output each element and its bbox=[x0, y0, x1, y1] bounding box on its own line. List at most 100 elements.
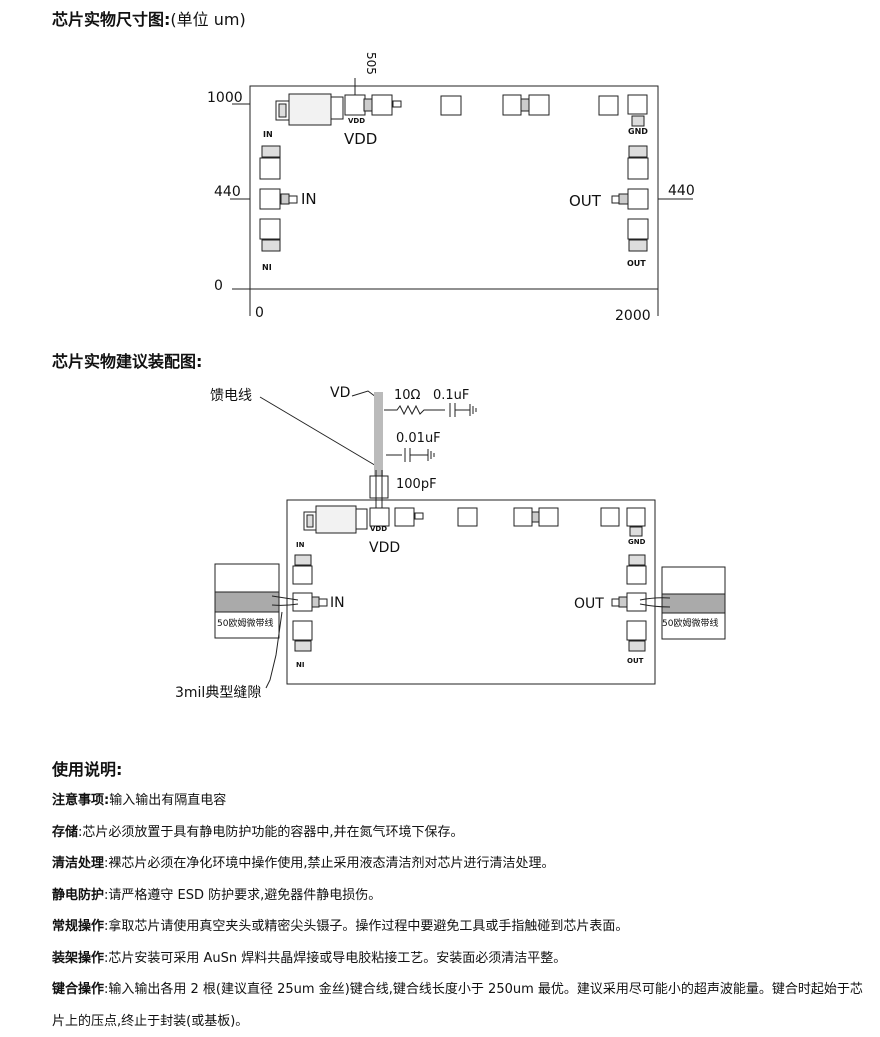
label-vdd: VDD bbox=[344, 130, 377, 148]
note-attention: 注意事项:输入输出有隔直电容 bbox=[52, 785, 867, 817]
capacitor-end bbox=[330, 96, 344, 120]
label-in: IN bbox=[301, 190, 317, 208]
note-text: :芯片安装可采用 AuSn 焊料共晶焊接或导电胶粘接工艺。安装面必须清洁平整。 bbox=[104, 950, 567, 966]
note-label: 清洁处理 bbox=[52, 856, 105, 871]
chip2-outline bbox=[286, 499, 656, 685]
section1-title: 芯片实物尺寸图:(单位 um) bbox=[52, 6, 246, 30]
microstrip-line-right bbox=[661, 593, 726, 614]
chip2-pad-left-1-small bbox=[294, 554, 312, 566]
pad-left-1-small bbox=[261, 145, 281, 158]
chip2-label-in-small: IN bbox=[296, 541, 305, 549]
dim-label-505: 505 bbox=[364, 52, 378, 75]
chip2-label-out: OUT bbox=[574, 596, 604, 612]
top-pad-1 bbox=[440, 95, 462, 116]
chip2-gnd-pad-small bbox=[629, 526, 643, 537]
bond-wire-out-2 bbox=[639, 603, 671, 608]
chip2-label-ni-small: NI bbox=[296, 661, 304, 669]
label-ni-small: NI bbox=[262, 263, 272, 272]
chip2-out-pad-link bbox=[618, 596, 628, 608]
chip2-pad-in-top-left-inner bbox=[306, 514, 314, 528]
label-gap: 3mil典型缝隙 bbox=[175, 685, 261, 701]
chip2-label-vdd: VDD bbox=[369, 540, 400, 556]
dim-label-440-right: 440 bbox=[668, 183, 695, 199]
chip2-top-pad-2 bbox=[513, 507, 533, 527]
chip2-label-out-small: OUT bbox=[627, 657, 644, 665]
note-text: :请严格遵守 ESD 防护要求,避免器件静电损伤。 bbox=[104, 887, 382, 903]
dim-label-0: 0 bbox=[214, 278, 223, 294]
out-pad-tip bbox=[611, 195, 620, 204]
chip2-capacitor-block bbox=[315, 505, 357, 534]
feed-trace bbox=[374, 392, 383, 476]
label-vd: VD bbox=[330, 385, 350, 401]
note-text: :裸芯片必须在净化环境中操作使用,禁止采用液态清洁剂对芯片进行清洁处理。 bbox=[104, 856, 555, 871]
note-text: :输入输出各用 2 根(建议直径 25um 金丝)键合线,键合线长度小于 250… bbox=[52, 982, 863, 1029]
bond-wire-out-1 bbox=[639, 597, 671, 601]
note-label: 注意事项: bbox=[52, 793, 110, 808]
chip2-top-pad-2-link bbox=[531, 511, 540, 523]
note-handling: 常规操作:拿取芯片请使用真空夹头或精密尖头镊子。操作过程中要避免工具或手指触碰到… bbox=[52, 911, 867, 943]
gap-leader bbox=[265, 611, 283, 689]
label-microstrip-left: 50欧姆微带线 bbox=[217, 617, 273, 629]
chip2-pad-left-3 bbox=[292, 620, 313, 641]
pad-right-1-small bbox=[628, 145, 648, 158]
note-bonding: 键合操作:输入输出各用 2 根(建议直径 25um 金丝)键合线,键合线长度小于… bbox=[52, 974, 867, 1037]
note-text: :拿取芯片请使用真空夹头或精密尖头镊子。操作过程中要避免工具或手指触碰到芯片表面… bbox=[104, 919, 629, 934]
chip2-bias-tip bbox=[414, 512, 424, 520]
chip2-top-pad-1 bbox=[457, 507, 478, 527]
pad-left-1 bbox=[259, 157, 281, 180]
pad-left-3 bbox=[259, 218, 281, 240]
note-label: 键合操作 bbox=[52, 982, 105, 997]
section1-unit: (单位 um) bbox=[170, 10, 246, 29]
chip2-top-pad-4 bbox=[600, 507, 620, 527]
microstrip-line-left bbox=[214, 591, 280, 613]
label-out-small: OUT bbox=[627, 259, 646, 268]
note-text: :芯片必须放置于具有静电防护功能的容器中,并在氮气环境下保存。 bbox=[78, 824, 464, 840]
chip2-in-pad-link bbox=[311, 596, 320, 608]
chip2-pad-right-3-small bbox=[628, 640, 646, 652]
chip2-capacitor-end bbox=[355, 508, 368, 530]
label-100pf: 100pF bbox=[396, 477, 437, 492]
dim-label-x2000: 2000 bbox=[615, 308, 651, 324]
chip-dimension-diagram: 1000 440 0 0 2000 440 505 bbox=[207, 52, 695, 324]
top-pad-4 bbox=[598, 95, 619, 116]
note-label: 装架操作 bbox=[52, 950, 105, 966]
in-pad-tip bbox=[288, 195, 298, 204]
bond-wire-in-2 bbox=[271, 603, 299, 606]
pad-right-1 bbox=[627, 157, 649, 180]
feed-line-leader bbox=[259, 396, 379, 468]
gnd-pad-small bbox=[631, 115, 645, 127]
chip2-out-pad bbox=[626, 592, 647, 612]
label-vdd-small: VDD bbox=[348, 117, 365, 125]
in-pad bbox=[259, 188, 281, 210]
chip2-pad-right-1 bbox=[626, 565, 647, 585]
pad-in-top-left-inner bbox=[278, 103, 287, 118]
pad-left-3-small bbox=[261, 239, 281, 252]
dim-label-1000: 1000 bbox=[207, 90, 243, 106]
note-label: 存储 bbox=[52, 824, 79, 840]
label-in-small: IN bbox=[263, 130, 273, 139]
pad-right-3-small bbox=[628, 239, 648, 252]
section3-title-text: 使用说明: bbox=[52, 760, 123, 779]
section2-title-text: 芯片实物建议装配图: bbox=[52, 352, 203, 371]
chip2-gnd-pad-top bbox=[626, 507, 646, 527]
chip2-top-pad-3 bbox=[538, 507, 559, 527]
pad-right-3 bbox=[627, 218, 649, 240]
usage-notes: 注意事项:输入输出有隔直电容 存储:芯片必须放置于具有静电防护功能的容器中,并在… bbox=[52, 785, 867, 1037]
section1-title-text: 芯片实物尺寸图: bbox=[52, 10, 171, 29]
chip2-label-gnd-small: GND bbox=[628, 538, 646, 546]
note-mounting: 装架操作:芯片安装可采用 AuSn 焊料共晶焊接或导电胶粘接工艺。安装面必须清洁… bbox=[52, 943, 867, 975]
label-out: OUT bbox=[569, 192, 602, 210]
assembly-diagram: 馈电线 VD 10Ω 0.1uF 0.01uF 100pF bbox=[175, 385, 726, 701]
chip2-pad-left-1 bbox=[292, 565, 313, 585]
label-10ohm: 10Ω bbox=[394, 388, 421, 403]
bond-wire-in-1 bbox=[271, 595, 299, 601]
chip2-pad-right-3 bbox=[626, 620, 647, 641]
cap-100pf bbox=[369, 475, 389, 499]
gnd-pad-top bbox=[627, 94, 648, 115]
label-feed-line: 馈电线 bbox=[210, 388, 252, 404]
note-storage: 存储:芯片必须放置于具有静电防护功能的容器中,并在氮气环境下保存。 bbox=[52, 817, 867, 849]
section3-title: 使用说明: bbox=[52, 756, 122, 780]
label-gnd-small: GND bbox=[628, 127, 648, 136]
note-esd: 静电防护:请严格遵守 ESD 防护要求,避免器件静电损伤。 bbox=[52, 880, 867, 912]
chip-outline bbox=[249, 85, 659, 290]
